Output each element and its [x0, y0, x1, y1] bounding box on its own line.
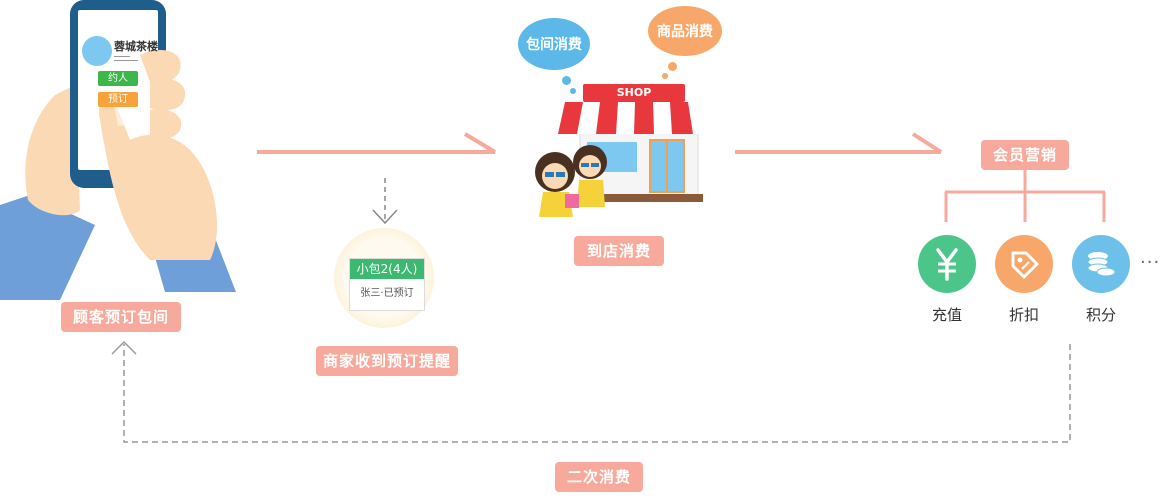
shop-sign-text: SHOP [616, 86, 652, 99]
flow-arrow-1 [257, 132, 497, 154]
phone-illustration: 蓉城茶楼 约人 预订 [0, 0, 240, 300]
shop-illustration [535, 84, 710, 217]
bubble-dot [662, 73, 668, 79]
member-item-label: 积分 [1085, 306, 1116, 324]
notice-card: 小包2(4人) 张三·已预订 [349, 258, 425, 311]
coins-icon [1072, 235, 1130, 293]
shop-name-underline-2 [114, 60, 138, 61]
bubble-dot [668, 62, 677, 71]
shop-name: 蓉城茶楼 [114, 40, 158, 53]
tree-connector [944, 170, 1106, 222]
bubble-goods-consume: 商品消费 [648, 6, 722, 56]
step-member-marketing: 会员营销 [981, 140, 1069, 170]
more-ellipsis: ··· [1140, 252, 1161, 273]
yuan-icon [918, 235, 976, 293]
member-item-label: 充值 [931, 306, 962, 324]
step-customer-book: 顾客预订包间 [61, 302, 181, 332]
bubble-dot [570, 88, 576, 94]
shop-name-underline [114, 56, 130, 57]
step-store-consume: 到店消费 [574, 236, 664, 266]
bubble-room-consume: 包间消费 [518, 18, 590, 70]
bubble-dot [562, 76, 571, 85]
invite-button[interactable]: 约人 [98, 71, 138, 86]
member-item-label: 折扣 [1008, 306, 1039, 324]
notice-card-title: 小包2(4人) [350, 259, 424, 279]
dashed-down-arrow [372, 178, 398, 225]
step-merchant-notice: 商家收到预订提醒 [316, 346, 458, 376]
step-second-consume: 二次消费 [555, 462, 643, 492]
avatar [82, 36, 112, 66]
price-tag-icon [995, 235, 1053, 293]
flow-arrow-2 [735, 132, 943, 154]
book-button[interactable]: 预订 [98, 92, 138, 107]
return-loop-arrow [111, 340, 1071, 443]
notice-card-body: 张三·已预订 [360, 288, 414, 299]
